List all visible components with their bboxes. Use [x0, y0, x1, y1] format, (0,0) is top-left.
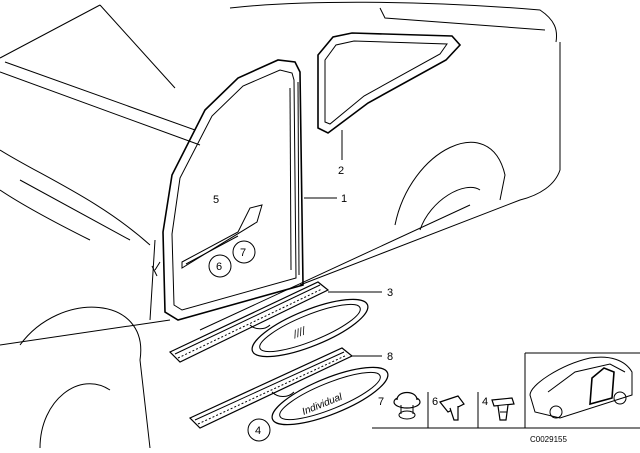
plate-3-text: //// — [291, 325, 309, 341]
legend-4: 4 — [482, 396, 488, 408]
circled-7: 7 — [240, 247, 246, 259]
clip-6-icon — [438, 395, 465, 421]
fastener-legend: 7 6 4 C0029155 — [372, 352, 640, 444]
callout-5: 5 — [213, 194, 219, 206]
callout-2: 2 — [338, 165, 344, 177]
circled-callouts: 7 6 4 — [208, 240, 271, 442]
callout-labels: 1 2 3 5 8 — [213, 165, 393, 363]
callout-3: 3 — [387, 287, 393, 299]
diagram-code: C0029155 — [530, 435, 567, 444]
callout-1: 1 — [341, 193, 347, 205]
rear-door-seal — [317, 32, 462, 134]
circled-4: 4 — [255, 425, 261, 437]
sill-plate-3: //// — [168, 281, 369, 363]
clip-7-icon — [393, 391, 421, 420]
circled-6: 6 — [216, 261, 222, 273]
car-body-outline — [0, 1, 561, 449]
callout-8: 8 — [387, 351, 393, 363]
clip-4-icon — [491, 397, 515, 421]
car-thumbnail-icon — [529, 356, 633, 419]
leader-lines — [304, 130, 382, 357]
legend-6: 6 — [432, 396, 438, 408]
front-door-seal — [162, 59, 304, 321]
legend-7: 7 — [378, 396, 384, 408]
door-trim-strip — [181, 204, 263, 269]
sill-plate-8: Individual — [188, 347, 389, 429]
